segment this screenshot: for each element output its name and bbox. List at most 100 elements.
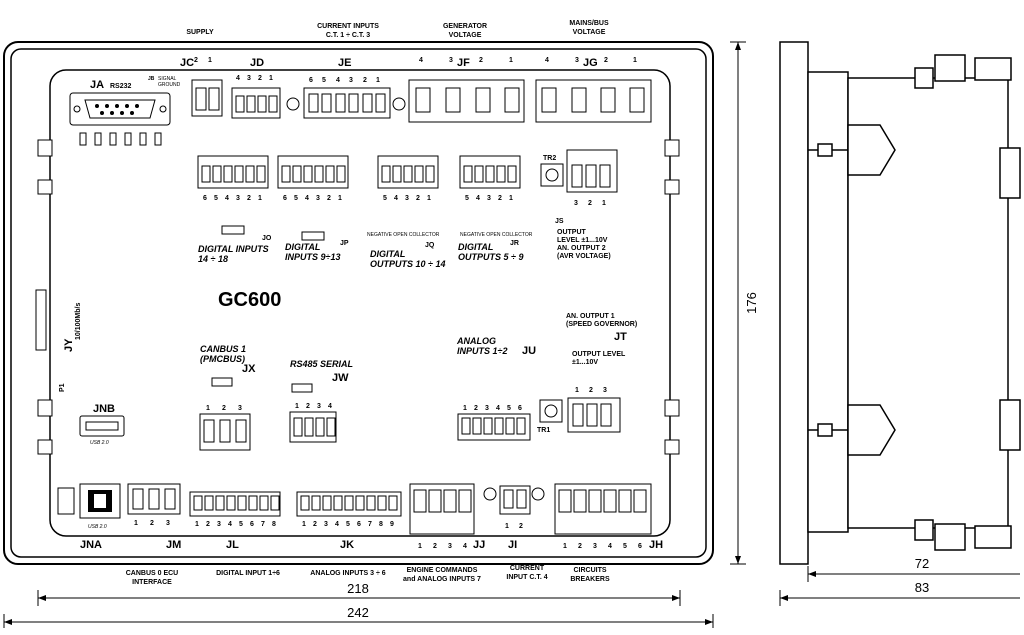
- jq-pin-3: 3: [405, 195, 409, 202]
- jb-text-2: GROUND: [158, 82, 181, 88]
- je-pin-1: 1: [376, 77, 380, 84]
- ethernet-port[interactable]: [35, 289, 47, 351]
- engine-cmd-label: ENGINE COMMANDS: [407, 567, 478, 574]
- jna-label: JNA: [80, 539, 102, 551]
- jg-label: JG: [583, 57, 598, 69]
- jp-connector[interactable]: [277, 155, 349, 189]
- jq-pin-4: 4: [394, 195, 398, 202]
- je-pin-5: 5: [322, 77, 326, 84]
- jw-pin-2: 2: [306, 403, 310, 410]
- jl-pin-6: 6: [250, 521, 254, 528]
- dim-242: 242: [347, 605, 369, 620]
- usb-icon: [85, 421, 119, 431]
- jy-label: JY: [63, 338, 75, 352]
- jt-label: JT: [614, 331, 627, 343]
- jp-pin-6: 6: [283, 195, 287, 202]
- s6-switch[interactable]: [211, 377, 233, 387]
- jb-label: JB: [148, 76, 155, 82]
- jo-connector[interactable]: [197, 155, 269, 189]
- jj-pin-4: 4: [463, 543, 467, 550]
- analog3-6-label: ANALOG INPUTS 3 ÷ 6: [310, 570, 386, 577]
- di1-6-label: DIGITAL INPUT 1÷6: [216, 570, 280, 577]
- jd-pin-4: 4: [236, 75, 240, 82]
- jo-pin-2: 2: [247, 195, 251, 202]
- jf-pin-4: 4: [419, 57, 423, 64]
- current-inputs-label: CURRENT INPUTS: [317, 23, 379, 30]
- jf-connector[interactable]: [408, 79, 525, 123]
- canbus0-label: CANBUS 0 ECU: [126, 570, 179, 577]
- ju-connector[interactable]: [457, 413, 531, 441]
- ji-connector[interactable]: [499, 485, 531, 515]
- jp-pin-5: 5: [294, 195, 298, 202]
- jx-pin-2: 2: [222, 405, 226, 412]
- jk-pin-6: 6: [357, 521, 361, 528]
- an-out1-sub: (SPEED GOVERNOR): [566, 321, 637, 328]
- js-pin-1: 1: [602, 200, 606, 207]
- jl-connector[interactable]: [189, 491, 281, 517]
- usb-jnb-text: USB 2.0: [90, 440, 109, 446]
- jj-label: JJ: [473, 539, 485, 551]
- jk-pin-4: 4: [335, 521, 339, 528]
- je-connector[interactable]: [303, 87, 391, 119]
- rs232-connector[interactable]: [69, 92, 171, 126]
- canbus0-sub: INTERFACE: [132, 579, 172, 586]
- jw-connector[interactable]: [289, 411, 337, 443]
- ju-pin-3: 3: [485, 405, 489, 412]
- jd-pin-1: 1: [269, 75, 273, 82]
- jh-connector[interactable]: [554, 483, 652, 535]
- jt-connector[interactable]: [567, 397, 621, 433]
- jf-pin-2: 2: [479, 57, 483, 64]
- model-title: GC600: [218, 289, 281, 311]
- jj-pin-2: 2: [433, 543, 437, 550]
- jf-pin-3: 3: [449, 57, 453, 64]
- s3-switch[interactable]: [301, 231, 325, 241]
- jk-connector[interactable]: [296, 491, 402, 517]
- jx-connector[interactable]: [199, 413, 251, 451]
- jf-pin-1: 1: [509, 57, 513, 64]
- supply-label: SUPPLY: [186, 29, 214, 36]
- jh-pin-5: 5: [623, 543, 627, 550]
- jw-pin-4: 4: [328, 403, 332, 410]
- jc-connector[interactable]: [191, 79, 223, 117]
- jl-pin-4: 4: [228, 521, 232, 528]
- jw-pin-1: 1: [295, 403, 299, 410]
- jo-label: JO: [262, 235, 272, 242]
- jg-connector[interactable]: [535, 79, 652, 123]
- di9-13-sub: INPUTS 9÷13: [285, 252, 340, 262]
- jk-pin-8: 8: [379, 521, 383, 528]
- jj-connector[interactable]: [409, 483, 475, 535]
- circuits-sub: BREAKERS: [570, 576, 610, 583]
- ju-pin-4: 4: [496, 405, 500, 412]
- jl-pin-2: 2: [206, 521, 210, 528]
- trimmer-icon: [544, 404, 558, 418]
- output-level-label: OUTPUT: [557, 229, 587, 236]
- s2-switch[interactable]: [221, 225, 245, 235]
- jh-pin-2: 2: [578, 543, 582, 550]
- jl-pin-5: 5: [239, 521, 243, 528]
- dimension-lines: [3, 41, 1020, 628]
- jk-pin-2: 2: [313, 521, 317, 528]
- s5-switch[interactable]: [291, 383, 313, 393]
- do5-9-sub: OUTPUTS 5 ÷ 9: [458, 252, 523, 262]
- di14-18-sub: 14 ÷ 18: [198, 254, 228, 264]
- ct4-label: CURRENT: [510, 565, 545, 572]
- mains-label: MAINS/BUS: [569, 20, 609, 27]
- jl-pin-3: 3: [217, 521, 221, 528]
- di14-18-label: DIGITAL INPUTS: [198, 244, 269, 254]
- js-connector[interactable]: [566, 149, 618, 193]
- jh-pin-3: 3: [593, 543, 597, 550]
- jl-pin-1: 1: [195, 521, 199, 528]
- sw1-switch[interactable]: [57, 487, 75, 515]
- jm-connector[interactable]: [127, 483, 181, 515]
- ju-label: JU: [522, 345, 536, 357]
- usb-jna-port[interactable]: [79, 483, 121, 519]
- dim-218: 218: [347, 581, 369, 596]
- jd-connector[interactable]: [231, 87, 281, 119]
- jq-pin-2: 2: [416, 195, 420, 202]
- jr-connector[interactable]: [459, 155, 521, 189]
- jr-pin-3: 3: [487, 195, 491, 202]
- jr-pin-1: 1: [509, 195, 513, 202]
- jq-connector[interactable]: [377, 155, 439, 189]
- js-pin-3: 3: [574, 200, 578, 207]
